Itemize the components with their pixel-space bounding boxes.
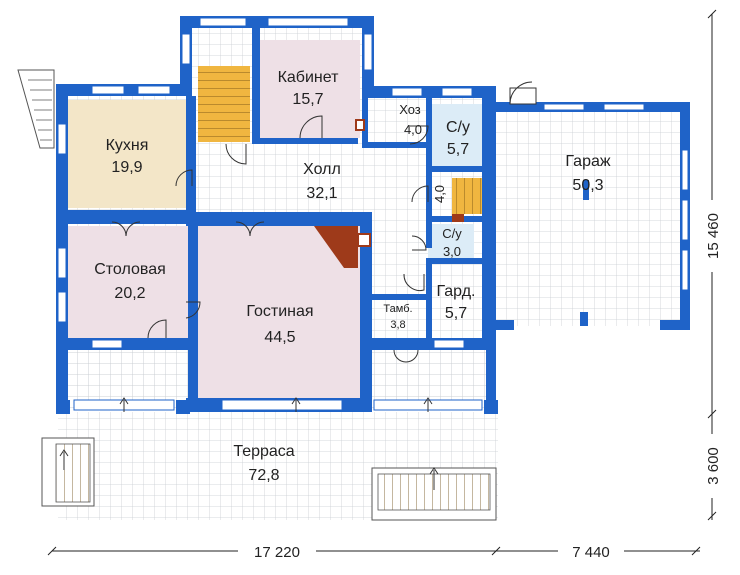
study-floor: [260, 40, 360, 138]
room-area-bath-2: 3,0: [443, 244, 461, 259]
wall-study-west: [252, 28, 260, 140]
window: [441, 87, 473, 97]
dimension-tick: [47, 546, 701, 556]
external-stair-upper-left: [17, 69, 55, 149]
window: [199, 17, 247, 27]
wall-utility-south: [362, 142, 428, 148]
terrace-stairs-left-steps: [55, 443, 91, 503]
wall-vestibule-north: [368, 294, 428, 300]
room-area-living: 44,5: [264, 329, 295, 346]
terrace-arrows: [59, 397, 439, 490]
wall-terrace-mid: [176, 400, 190, 414]
room-name-utility: Хоз: [399, 102, 421, 117]
room-area-vestibule: 3,8: [390, 319, 405, 331]
room-name-kitchen: Кухня: [106, 137, 149, 154]
external-stair-upper-left-steps: [28, 79, 52, 141]
room-name-dining: Столовая: [94, 261, 166, 278]
room-name-living: Гостиная: [246, 303, 313, 320]
dimension-bottom-left: 17 220: [254, 544, 300, 561]
fireplace-vent: [357, 233, 371, 247]
garage-side-door: [509, 87, 537, 105]
dimension-label-bg: [558, 542, 624, 560]
floor-garage: [492, 108, 684, 326]
window: [433, 339, 465, 349]
wall-kitchen-south: [56, 210, 196, 224]
stair-vent: [452, 214, 464, 222]
window: [57, 291, 67, 323]
dimension-label-bg: [238, 542, 316, 560]
window: [181, 33, 191, 65]
wall-kitchen-east: [186, 96, 196, 214]
room-area-utility: 4,0: [404, 122, 422, 137]
room-area-garage: 50,3: [572, 177, 603, 194]
dimension-right-lower: 3 600: [705, 447, 722, 485]
wall-bath2-south: [426, 258, 486, 264]
room-area-study: 15,7: [292, 91, 323, 108]
bath-1-floor: [430, 104, 482, 166]
window: [363, 33, 373, 71]
window: [267, 17, 349, 27]
wall-garage-south: [490, 320, 514, 330]
garage-column: [583, 180, 589, 200]
room-name-terrace: Терраса: [233, 443, 294, 460]
wall-closet-west: [426, 172, 432, 220]
room-name-study: Кабинет: [278, 69, 340, 86]
room-area-terrace: 72,8: [248, 467, 279, 484]
wall-garage-west: [482, 98, 496, 338]
living-floor: [198, 226, 360, 398]
utility-vent: [355, 119, 365, 131]
wall-garage-south-right: [660, 320, 690, 330]
window: [603, 103, 645, 111]
wall-garage-north: [490, 102, 690, 112]
dimension-label-bg: [703, 200, 721, 272]
fireplace: [314, 226, 358, 268]
wall-terrace-left: [56, 400, 70, 414]
wall-main-north-right: [362, 86, 496, 98]
room-name-wardrobe: Гард.: [437, 283, 476, 300]
dimension-right-upper: 15 460: [705, 213, 722, 259]
window: [681, 199, 689, 241]
room-name-bath-2: С/у: [442, 226, 462, 241]
dimension-label-bg: [703, 434, 721, 498]
wall-dining-south: [56, 338, 190, 350]
dimension-bottom-right: 7 440: [572, 544, 610, 561]
window: [91, 339, 123, 349]
bath-2-floor: [428, 224, 474, 260]
dimension-tick: [707, 9, 717, 521]
garage-door-mark: [580, 312, 588, 326]
wall-bath1-south: [426, 166, 486, 172]
door-swings: [111, 81, 533, 363]
wall-terrace-right: [484, 400, 498, 414]
window: [391, 87, 423, 97]
room-area-wardrobe: 5,7: [445, 305, 467, 322]
window: [681, 249, 689, 291]
window: [57, 247, 67, 279]
room-area-hall: 32,1: [306, 185, 337, 202]
room-area-bath-1: 5,7: [447, 141, 469, 158]
wall-living-east: [360, 212, 372, 412]
wall-middle: [186, 212, 370, 226]
room-area-closet-1: 4,0: [432, 185, 447, 203]
window: [543, 103, 585, 111]
main-stairs-steps: [198, 66, 250, 142]
kitchen-floor: [68, 100, 186, 208]
window: [91, 85, 125, 95]
window: [221, 399, 343, 411]
window: [57, 123, 67, 155]
room-name-hall: Холл: [303, 161, 341, 178]
room-name-garage: Гараж: [565, 153, 610, 170]
wall-vestibule-east: [426, 264, 432, 342]
room-area-dining: 20,2: [114, 285, 145, 302]
room-name-vestibule: Тамб.: [383, 303, 412, 315]
room-name-bath-1: С/у: [446, 119, 470, 136]
dining-floor: [68, 226, 188, 340]
room-area-kitchen: 19,9: [111, 159, 142, 176]
wall-dining-east: [188, 226, 198, 412]
wall-study-south: [252, 138, 358, 144]
window: [137, 85, 171, 95]
wall-service-east: [486, 320, 496, 410]
window: [681, 149, 689, 191]
